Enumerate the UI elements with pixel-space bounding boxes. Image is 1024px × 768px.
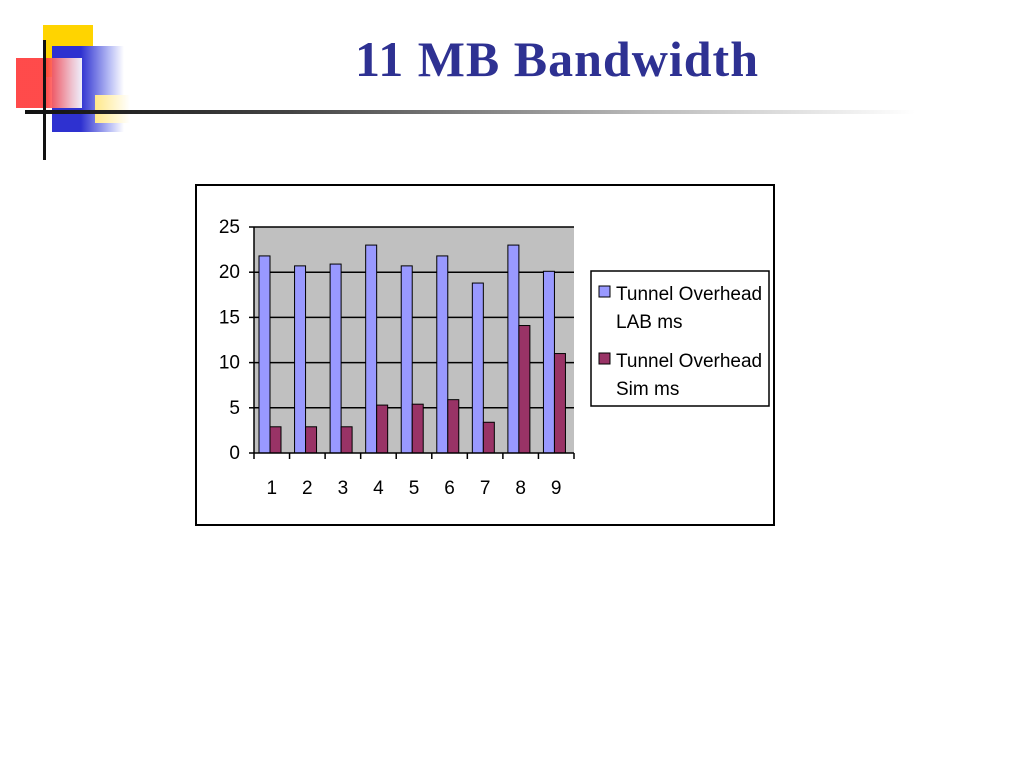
title-underline: [25, 110, 915, 114]
y-tick-label: 0: [229, 443, 240, 464]
legend-label: Tunnel Overhead: [616, 351, 762, 372]
bar-series-1: [294, 265, 307, 454]
bar-series-2: [305, 426, 318, 454]
x-tick-label: 1: [266, 478, 277, 499]
y-tick-label: 10: [219, 353, 240, 374]
bar-series-2: [518, 325, 531, 454]
bar-series-1: [436, 255, 449, 454]
y-tick-label: 15: [219, 307, 240, 328]
legend-swatch-1: [598, 285, 611, 298]
bar-series-2: [447, 399, 460, 454]
bar-series-2: [376, 404, 389, 454]
x-tick-label: 4: [373, 478, 384, 499]
deco-yellow-glow: [95, 95, 130, 123]
deco-red-square: [16, 58, 82, 108]
x-tick-label: 2: [302, 478, 313, 499]
bar-series-1: [400, 265, 413, 454]
legend-label: LAB ms: [616, 312, 683, 333]
deco-vertical-line: [43, 40, 46, 160]
bar-series-2: [553, 353, 566, 454]
corner-decoration: [0, 0, 140, 170]
legend-label: Sim ms: [616, 379, 679, 400]
y-tick-label: 20: [219, 262, 240, 283]
bar-series-2: [269, 426, 282, 454]
x-tick-label: 9: [551, 478, 562, 499]
y-tick-label: 5: [229, 398, 240, 419]
bar-series-2: [411, 403, 424, 454]
x-tick-label: 3: [338, 478, 349, 499]
bar-series-1: [258, 255, 271, 454]
legend-swatch-2: [598, 352, 611, 365]
legend-label: Tunnel Overhead: [616, 284, 762, 305]
bar-series-1: [507, 244, 520, 454]
x-tick-label: 8: [515, 478, 526, 499]
x-tick-label: 6: [444, 478, 455, 499]
bar-series-2: [482, 421, 495, 454]
bar-series-1: [542, 270, 555, 454]
y-tick-label: 25: [219, 217, 240, 238]
bar-series-1: [471, 282, 484, 454]
bar-series-1: [329, 263, 342, 454]
slide-title: 11 MB Bandwidth: [354, 31, 759, 87]
x-tick-label: 7: [480, 478, 491, 499]
legend-box: [590, 270, 770, 407]
bar-series-2: [340, 426, 353, 454]
bar-series-1: [365, 244, 378, 454]
x-tick-label: 5: [409, 478, 420, 499]
